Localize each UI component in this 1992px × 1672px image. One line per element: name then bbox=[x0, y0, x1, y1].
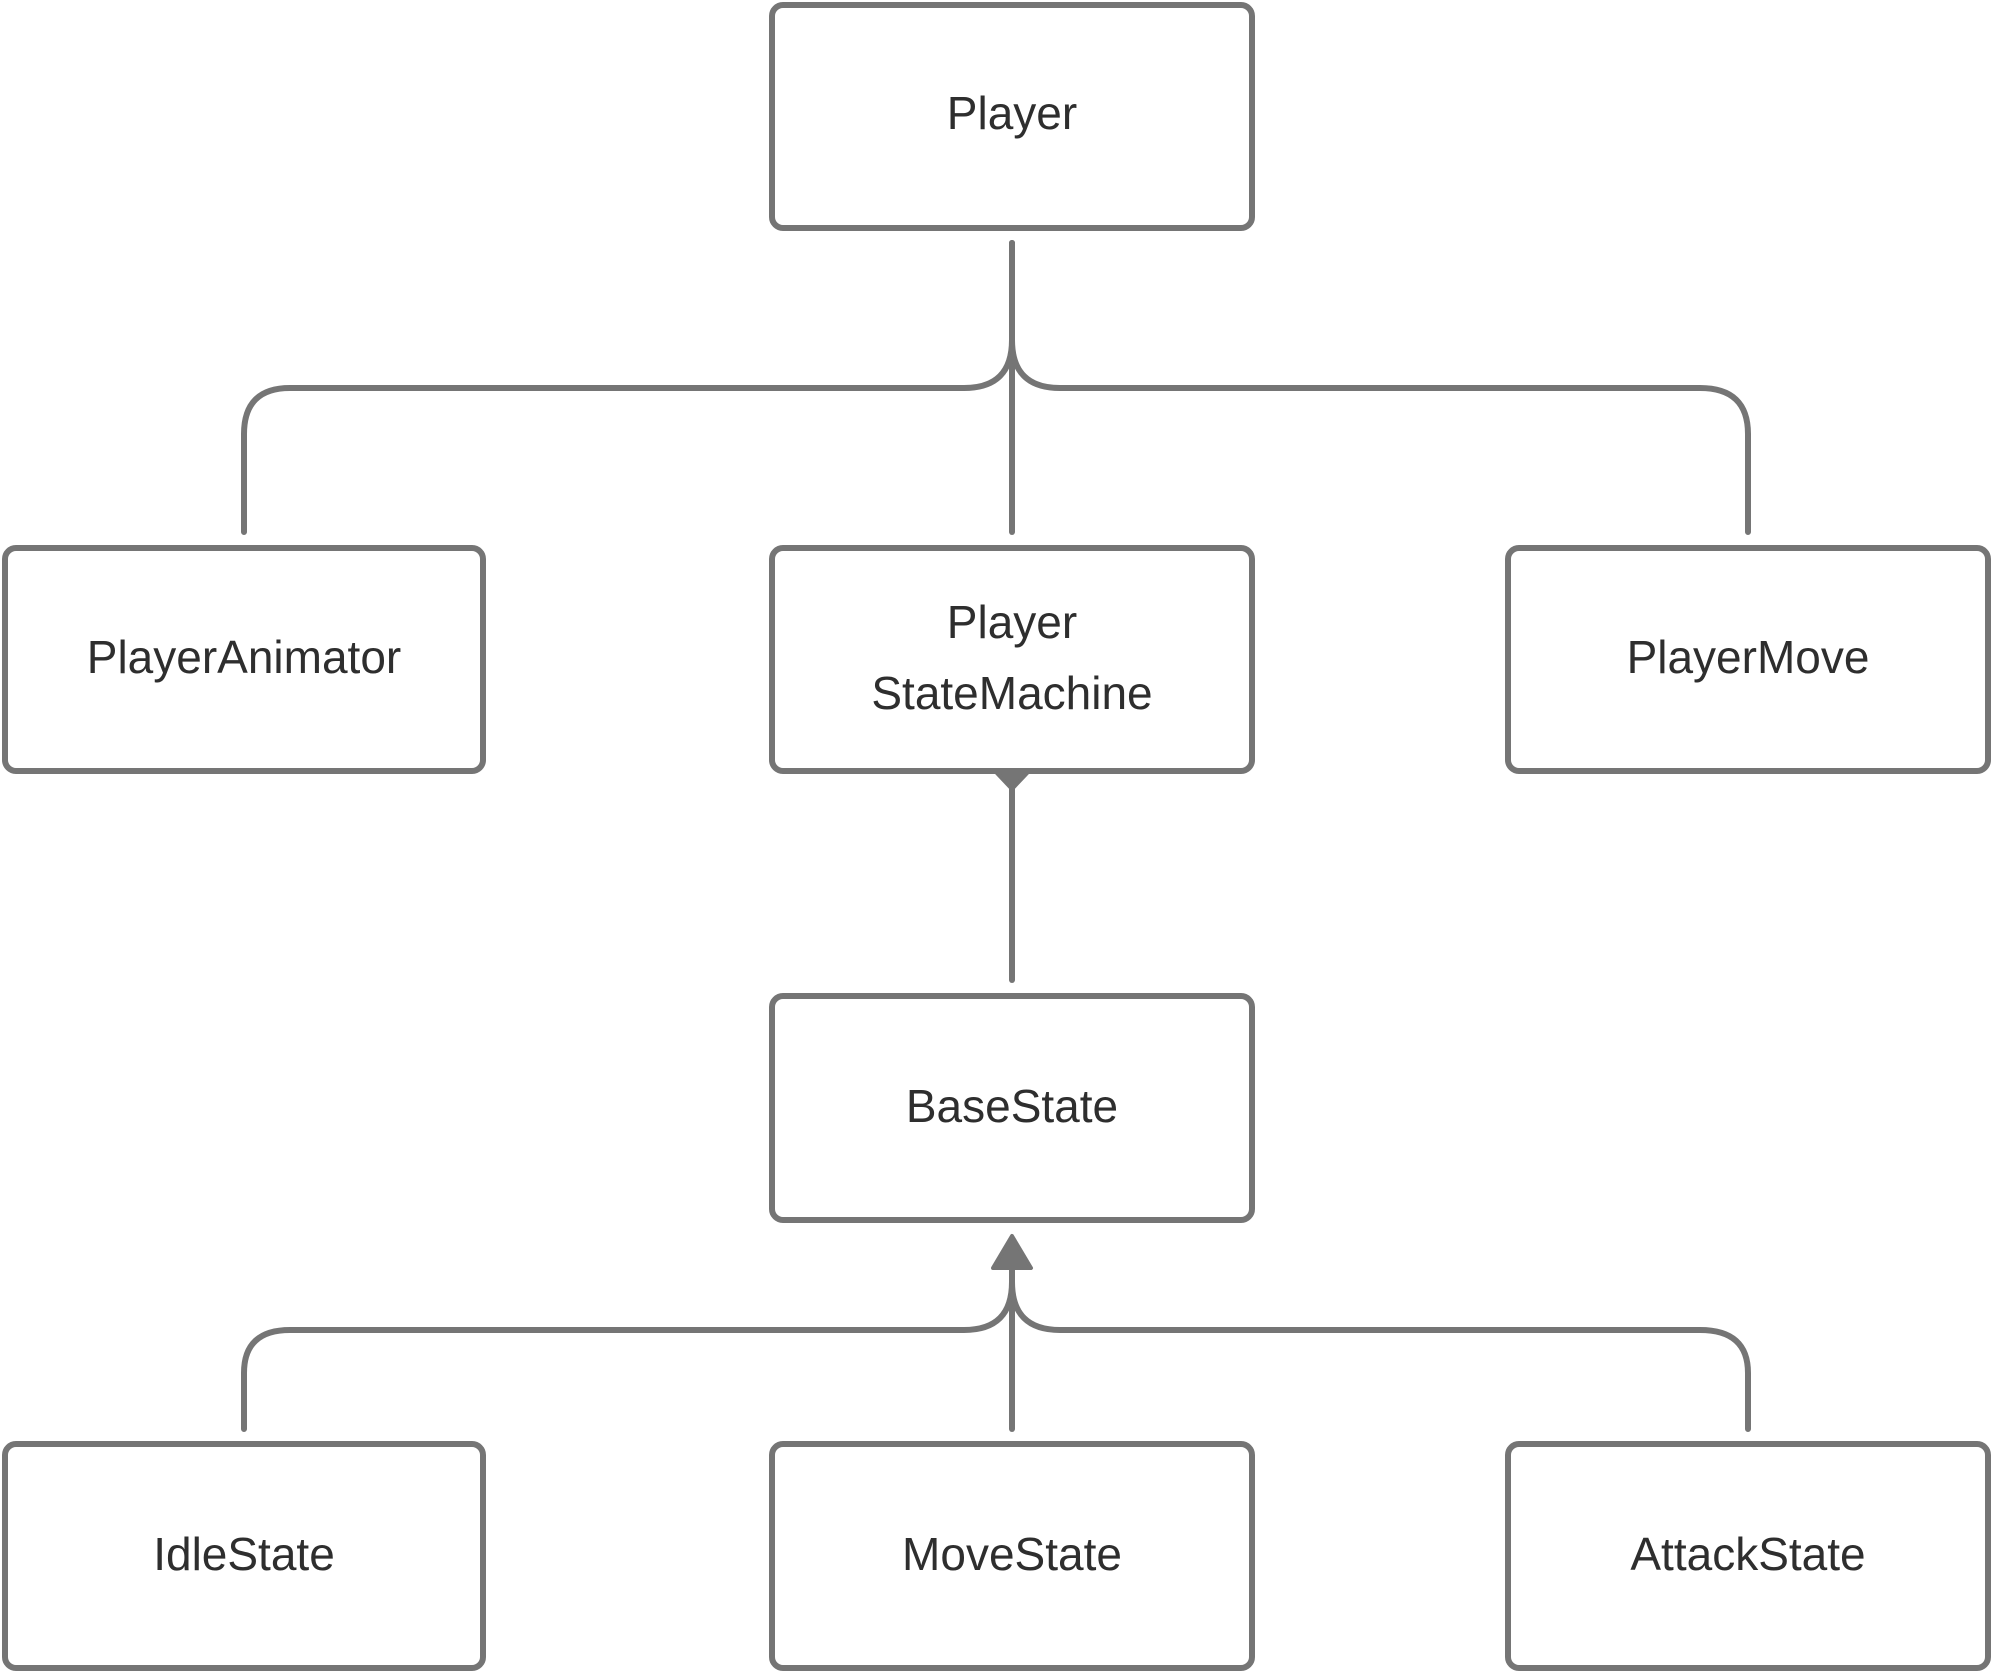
svg-text:BaseState: BaseState bbox=[906, 1080, 1118, 1132]
node-base-state: BaseState bbox=[769, 993, 1255, 1223]
node-label-attack-state: AttackState bbox=[1630, 1528, 1865, 1580]
node-label-player: Player bbox=[947, 87, 1077, 139]
svg-text:MoveState: MoveState bbox=[902, 1528, 1122, 1580]
edge-idle-state-to-base-state bbox=[241, 1265, 1015, 1432]
edge-attack-state-to-base-state bbox=[1009, 1265, 1751, 1432]
node-label-player-move: PlayerMove bbox=[1627, 631, 1870, 683]
svg-text:IdleState: IdleState bbox=[153, 1528, 335, 1580]
inheritance-arrowhead-icon bbox=[991, 1234, 1033, 1270]
node-label-player-state-machine-line1: Player bbox=[947, 596, 1077, 648]
node-player-animator: PlayerAnimator bbox=[2, 545, 486, 774]
node-player-state-machine: Player StateMachine bbox=[769, 545, 1255, 774]
node-idle-state: IdleState bbox=[2, 1441, 486, 1671]
svg-text:Player: Player bbox=[947, 87, 1077, 139]
node-label-base-state: BaseState bbox=[906, 1080, 1118, 1132]
node-label-idle-state: IdleState bbox=[153, 1528, 335, 1580]
node-move-state: MoveState bbox=[769, 1441, 1255, 1671]
node-label-player-animator: PlayerAnimator bbox=[87, 631, 401, 683]
node-label-player-state-machine-line2: StateMachine bbox=[871, 667, 1152, 719]
edge-player-to-player-move bbox=[1009, 240, 1751, 535]
svg-text:Player: Player bbox=[947, 596, 1077, 648]
edge-player-to-player-animator bbox=[241, 240, 1015, 535]
node-label-move-state: MoveState bbox=[902, 1528, 1122, 1580]
svg-text:AttackState: AttackState bbox=[1630, 1528, 1865, 1580]
node-player-move: PlayerMove bbox=[1505, 545, 1991, 774]
node-player: Player bbox=[769, 2, 1255, 231]
svg-text:PlayerAnimator: PlayerAnimator bbox=[87, 631, 401, 683]
node-attack-state: AttackState bbox=[1505, 1441, 1991, 1671]
svg-text:PlayerMove: PlayerMove bbox=[1627, 631, 1870, 683]
svg-text:StateMachine: StateMachine bbox=[871, 667, 1152, 719]
